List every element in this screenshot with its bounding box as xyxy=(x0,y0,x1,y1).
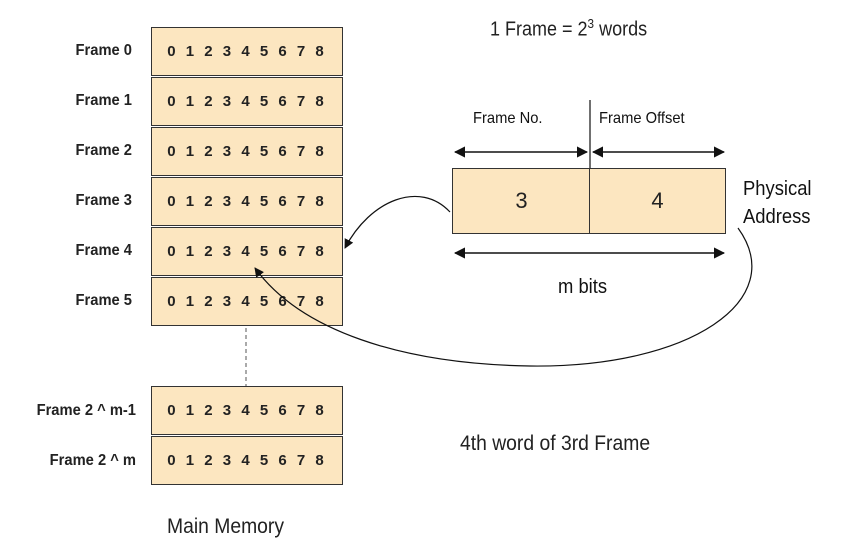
frame-label: Frame 0 xyxy=(75,42,132,59)
frame-offset-field: 4 xyxy=(589,168,726,234)
frame-cell: 0 1 2 3 4 5 6 7 8 xyxy=(151,177,343,226)
frame-label: Frame 1 xyxy=(75,92,132,109)
frame-cell: 0 1 2 3 4 5 6 7 8 xyxy=(151,227,343,276)
frame-cell: 0 1 2 3 4 5 6 7 8 xyxy=(151,436,343,485)
frame-cell: 0 1 2 3 4 5 6 7 8 xyxy=(151,386,343,435)
frame-no-label: Frame No. xyxy=(473,110,543,127)
frame-no-field: 3 xyxy=(452,168,591,234)
main-memory-title: Main Memory xyxy=(167,515,285,538)
physical-address-line2: Address xyxy=(743,206,811,228)
frame-cell: 0 1 2 3 4 5 6 7 8 xyxy=(151,127,343,176)
frame-label: Frame 2 ^ m xyxy=(49,452,136,469)
frame-cell: 0 1 2 3 4 5 6 7 8 xyxy=(151,27,343,76)
frame-size-prefix: 1 Frame = 2 xyxy=(490,18,588,41)
physical-address-line1: Physical xyxy=(743,178,812,200)
frame-size-suffix: words xyxy=(594,18,648,41)
frame-label: Frame 5 xyxy=(75,292,132,309)
frame-size-exponent: 3 xyxy=(587,16,595,31)
frame-label: Frame 2 ^ m-1 xyxy=(36,402,136,419)
frame-size-heading: 1 Frame = 23 words xyxy=(490,16,647,42)
offset-pointer-arrow xyxy=(254,227,753,367)
frame-pointer-arrow xyxy=(344,195,451,249)
frame-label: Frame 3 xyxy=(75,192,132,209)
caption: 4th word of 3rd Frame xyxy=(460,432,651,455)
frame-label: Frame 2 xyxy=(75,142,132,159)
frame-offset-label: Frame Offset xyxy=(599,110,685,127)
frame-cell: 0 1 2 3 4 5 6 7 8 xyxy=(151,77,343,126)
physical-address-title: Physical Address xyxy=(743,175,812,231)
frame-cell: 0 1 2 3 4 5 6 7 8 xyxy=(151,277,343,326)
bits-label: m bits xyxy=(558,276,608,298)
frame-label: Frame 4 xyxy=(75,242,132,259)
